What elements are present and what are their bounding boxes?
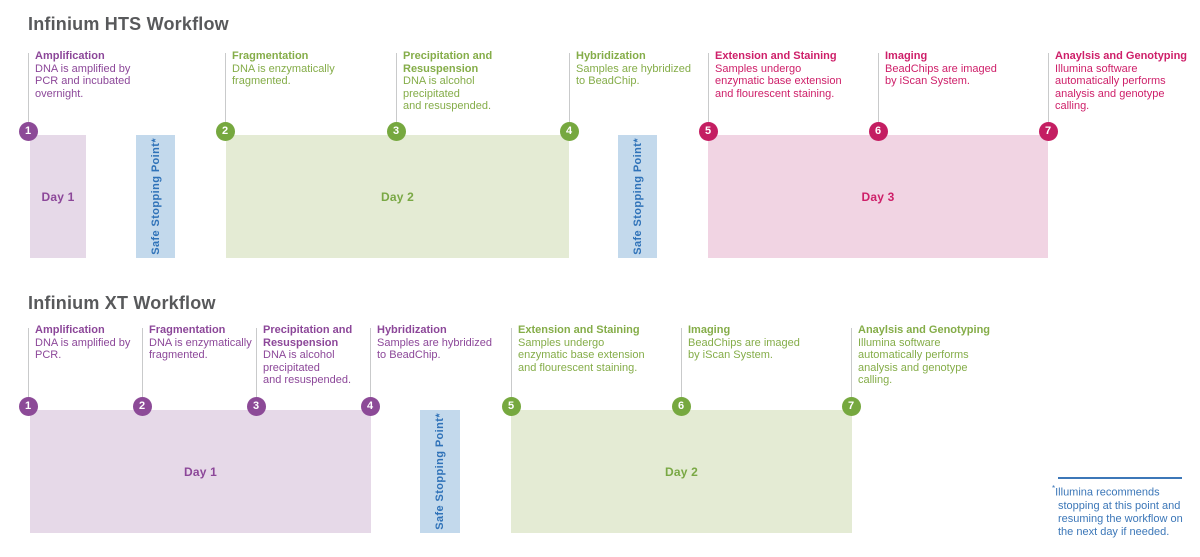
day-label: Day 3	[861, 189, 895, 204]
step-description: Samples are hybridized to BeadChip.	[377, 336, 492, 362]
step-description: DNA is amplified by PCR and incubated ov…	[35, 62, 131, 100]
workflow-title-hts: Infinium HTS Workflow	[28, 14, 229, 34]
step-number-badge-hts-1: 1	[18, 121, 38, 141]
footnote-divider	[1058, 477, 1182, 479]
step-description: DNA is enzymatically fragmented.	[232, 62, 335, 88]
footnote-text: Illumina recommends stopping at this poi…	[1055, 486, 1183, 538]
step-connector-line	[511, 328, 512, 397]
step-title: Precipitation and Resuspension	[403, 50, 493, 75]
day-label: Day 1	[41, 189, 75, 204]
step-connector-line	[681, 328, 682, 397]
step-description: DNA is alcohol precipitated and resuspen…	[403, 75, 492, 112]
safe-stopping-point-label: Safe Stopping Point*	[434, 413, 446, 530]
step-description: DNA is alcohol precipitated and resuspen…	[263, 349, 352, 386]
day-block-hts: Day 2	[226, 135, 569, 258]
step-description: Samples undergo enzymatic base extension…	[715, 62, 842, 100]
step-description: DNA is enzymatically fragmented.	[149, 336, 252, 362]
step-title: Amplification	[35, 50, 105, 62]
step-description: BeadChips are imaged by iScan System.	[885, 62, 997, 88]
step-number-badge-hts-2: 2	[215, 121, 235, 141]
safe-stopping-point-block-hts: Safe Stopping Point*	[618, 135, 657, 258]
safe-stopping-point-label-wrap: Safe Stopping Point*	[136, 135, 175, 258]
step-title: Hybridization	[377, 324, 447, 336]
footnote-asterisk: *	[1052, 484, 1056, 493]
step-title: Amplification	[35, 324, 105, 336]
step-description: Illumina software automatically performs…	[1055, 62, 1166, 113]
step-number-badge-xt-3: 3	[246, 396, 266, 416]
safe-stopping-point-block-xt: Safe Stopping Point*	[420, 410, 460, 533]
step-title: Anaylsis and Genotyping	[1055, 50, 1188, 62]
step-number-badge-hts-6: 6	[868, 121, 888, 141]
safe-stopping-point-label: Safe Stopping Point*	[631, 138, 644, 255]
day-label: Day 2	[664, 464, 699, 479]
step-title: Imaging	[885, 50, 928, 62]
step-title: Precipitation and Resuspension	[263, 324, 353, 349]
step-title: Imaging	[688, 324, 731, 336]
step-number-badge-xt-7: 7	[841, 396, 861, 416]
step-number-badge-xt-4: 4	[360, 396, 380, 416]
day-block-xt: Day 1	[30, 410, 371, 533]
step-description: BeadChips are imaged by iScan System.	[688, 336, 800, 362]
step-title: Fragmentation	[232, 50, 309, 62]
step-connector-line	[396, 53, 397, 122]
step-number-badge-xt-1: 1	[18, 396, 38, 416]
step-number-badge-xt-6: 6	[671, 396, 691, 416]
step-connector-line	[851, 328, 852, 397]
day-block-hts: Day 3	[708, 135, 1048, 258]
workflow-title-xt: Infinium XT Workflow	[28, 293, 216, 313]
step-number-badge-hts-4: 4	[559, 121, 579, 141]
step-title: Hybridization	[576, 50, 646, 62]
step-connector-line	[569, 53, 570, 122]
step-number-badge-hts-3: 3	[386, 121, 406, 141]
step-connector-line	[225, 53, 226, 122]
day-block-hts: Day 1	[30, 135, 86, 258]
step-title: Fragmentation	[149, 324, 226, 336]
step-connector-line	[370, 328, 371, 397]
step-connector-line	[878, 53, 879, 122]
step-number-badge-xt-2: 2	[132, 396, 152, 416]
step-number-badge-xt-5: 5	[501, 396, 521, 416]
step-description: Samples are hybridized to BeadChip.	[576, 62, 691, 88]
step-connector-line	[256, 328, 257, 397]
step-connector-line	[28, 328, 29, 397]
step-connector-line	[142, 328, 143, 397]
step-number-badge-hts-7: 7	[1038, 121, 1058, 141]
step-description: Illumina software automatically performs…	[858, 336, 969, 387]
step-connector-line	[1048, 53, 1049, 122]
step-number-badge-hts-5: 5	[698, 121, 718, 141]
safe-stopping-point-label-wrap: Safe Stopping Point*	[420, 410, 460, 533]
step-connector-line	[708, 53, 709, 122]
step-title: Anaylsis and Genotyping	[858, 324, 991, 336]
step-title: Extension and Staining	[715, 50, 837, 62]
day-block-xt: Day 2	[511, 410, 852, 533]
step-connector-line	[28, 53, 29, 122]
safe-stopping-point-label-wrap: Safe Stopping Point*	[618, 135, 657, 258]
step-description: DNA is amplified by PCR.	[35, 336, 131, 362]
footnote: *Illumina recommends stopping at this po…	[1052, 482, 1198, 539]
safe-stopping-point-block-hts: Safe Stopping Point*	[136, 135, 175, 258]
day-label: Day 2	[380, 189, 415, 204]
day-label: Day 1	[183, 464, 218, 479]
safe-stopping-point-label: Safe Stopping Point*	[149, 138, 162, 255]
step-description: Samples undergo enzymatic base extension…	[518, 336, 645, 374]
step-title: Extension and Staining	[518, 324, 640, 336]
